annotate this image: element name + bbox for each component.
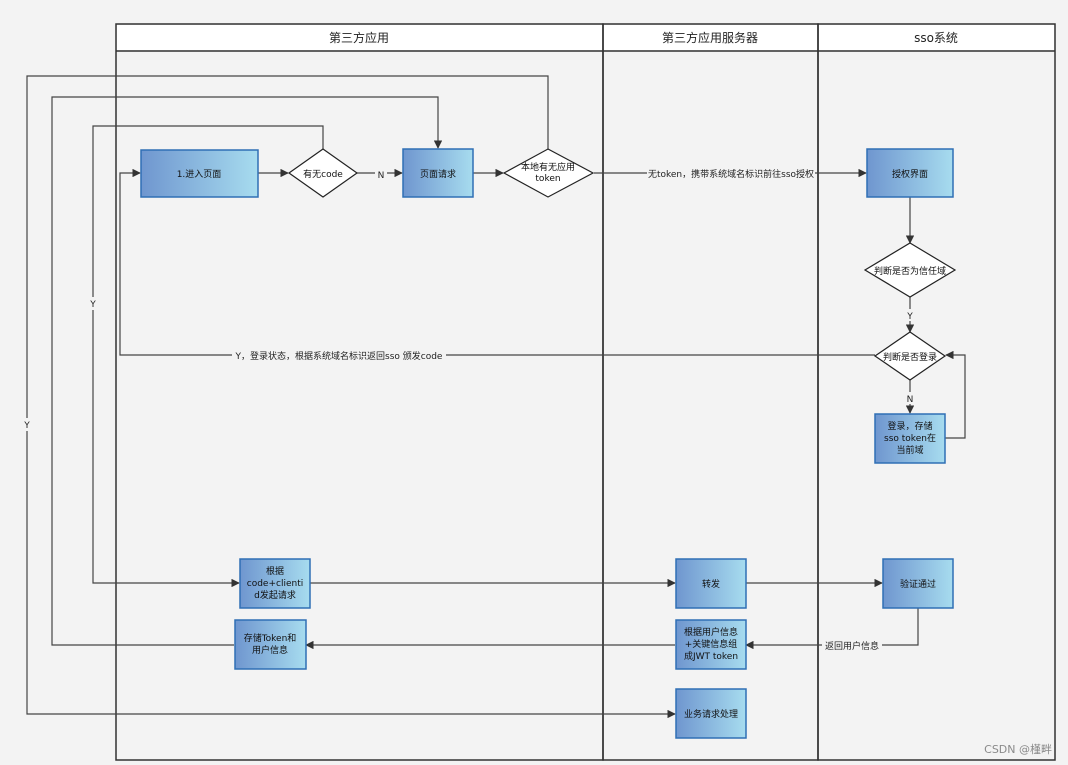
node-has-code-label: 有无code	[303, 168, 343, 180]
swimlanes	[115, 23, 1056, 761]
node-check-trusted-label: 判断是否为信任域	[874, 265, 946, 277]
node-request-by-code-label-2: code+clienti	[247, 579, 303, 589]
node-business-label: 业务请求处理	[684, 708, 738, 720]
lane-sso-frame	[817, 23, 1056, 761]
edge-hastoken-to-business	[26, 75, 676, 719]
node-enter-page-label: 1.进入页面	[177, 169, 222, 180]
node-login-store-label-1: 登录，存储	[887, 420, 932, 432]
node-page-request[interactable]	[402, 148, 474, 198]
lane-app-frame	[115, 23, 604, 761]
node-has-token[interactable]	[502, 148, 595, 198]
edge-label-y-trusted: Y	[906, 312, 913, 322]
process-boxes	[140, 148, 954, 739]
node-verify-pass-label: 验证通过	[900, 578, 936, 590]
edge-login-return	[119, 168, 875, 356]
edge-label-login-return: Y，登录状态，根据系统域名标识返回sso 颁发code	[235, 350, 443, 362]
node-has-token-label-1: 本地有无应用	[521, 161, 575, 173]
edge-label-n-request: N	[378, 171, 385, 181]
node-enter-page[interactable]	[140, 149, 259, 198]
node-build-jwt-label-1: 根据用户信息	[684, 626, 738, 638]
node-build-jwt-label-3: 成JWT token	[684, 650, 738, 662]
node-verify-pass[interactable]	[882, 558, 954, 609]
lane-title-app: 第三方应用	[329, 30, 389, 45]
node-auth-page-label: 授权界面	[892, 168, 928, 180]
edge-label-no-token: 无token，携带系统域名标识前往sso授权	[648, 168, 814, 180]
node-check-login[interactable]	[873, 331, 947, 381]
watermark: CSDN @槿畔	[984, 743, 1052, 756]
node-business[interactable]	[675, 688, 747, 739]
node-check-login-label: 判断是否登录	[883, 351, 937, 363]
node-store-token[interactable]	[234, 619, 307, 670]
edge-label-return-user: 返回用户信息	[825, 640, 879, 652]
edge-hascode-to-requestcode	[92, 125, 324, 588]
edge-store-to-request	[51, 96, 443, 646]
node-login-store[interactable]	[874, 413, 946, 464]
node-check-trusted[interactable]	[863, 242, 957, 298]
node-request-by-code[interactable]	[239, 558, 311, 609]
node-request-by-code-label-1: 根据	[266, 565, 284, 577]
lane-title-sso: sso系统	[914, 31, 958, 45]
node-has-token-label-2: token	[535, 174, 560, 184]
node-forward-label: 转发	[702, 578, 720, 590]
node-build-jwt[interactable]	[675, 619, 747, 670]
edge-label-y-hastoken: Y	[23, 421, 30, 431]
node-page-request-label: 页面请求	[420, 168, 456, 180]
node-login-store-label-3: 当前域	[896, 444, 923, 456]
node-has-code[interactable]	[287, 148, 359, 198]
decision-diamonds	[287, 148, 957, 381]
lane-title-server: 第三方应用服务器	[662, 30, 758, 45]
node-auth-page[interactable]	[866, 148, 954, 198]
node-store-token-label-1: 存储Token和	[244, 632, 297, 644]
node-request-by-code-label-3: d发起请求	[254, 589, 296, 601]
edge-label-y-hascode: Y	[89, 300, 96, 310]
node-forward[interactable]	[675, 558, 747, 609]
node-build-jwt-label-2: +关键信息组	[685, 638, 738, 650]
node-login-store-label-2: sso token在	[884, 432, 936, 444]
edge-label-n-login: N	[907, 395, 914, 405]
edge-verify-to-jwt	[745, 608, 919, 650]
edge-store-to-login	[945, 350, 966, 439]
node-store-token-label-2: 用户信息	[252, 644, 288, 656]
